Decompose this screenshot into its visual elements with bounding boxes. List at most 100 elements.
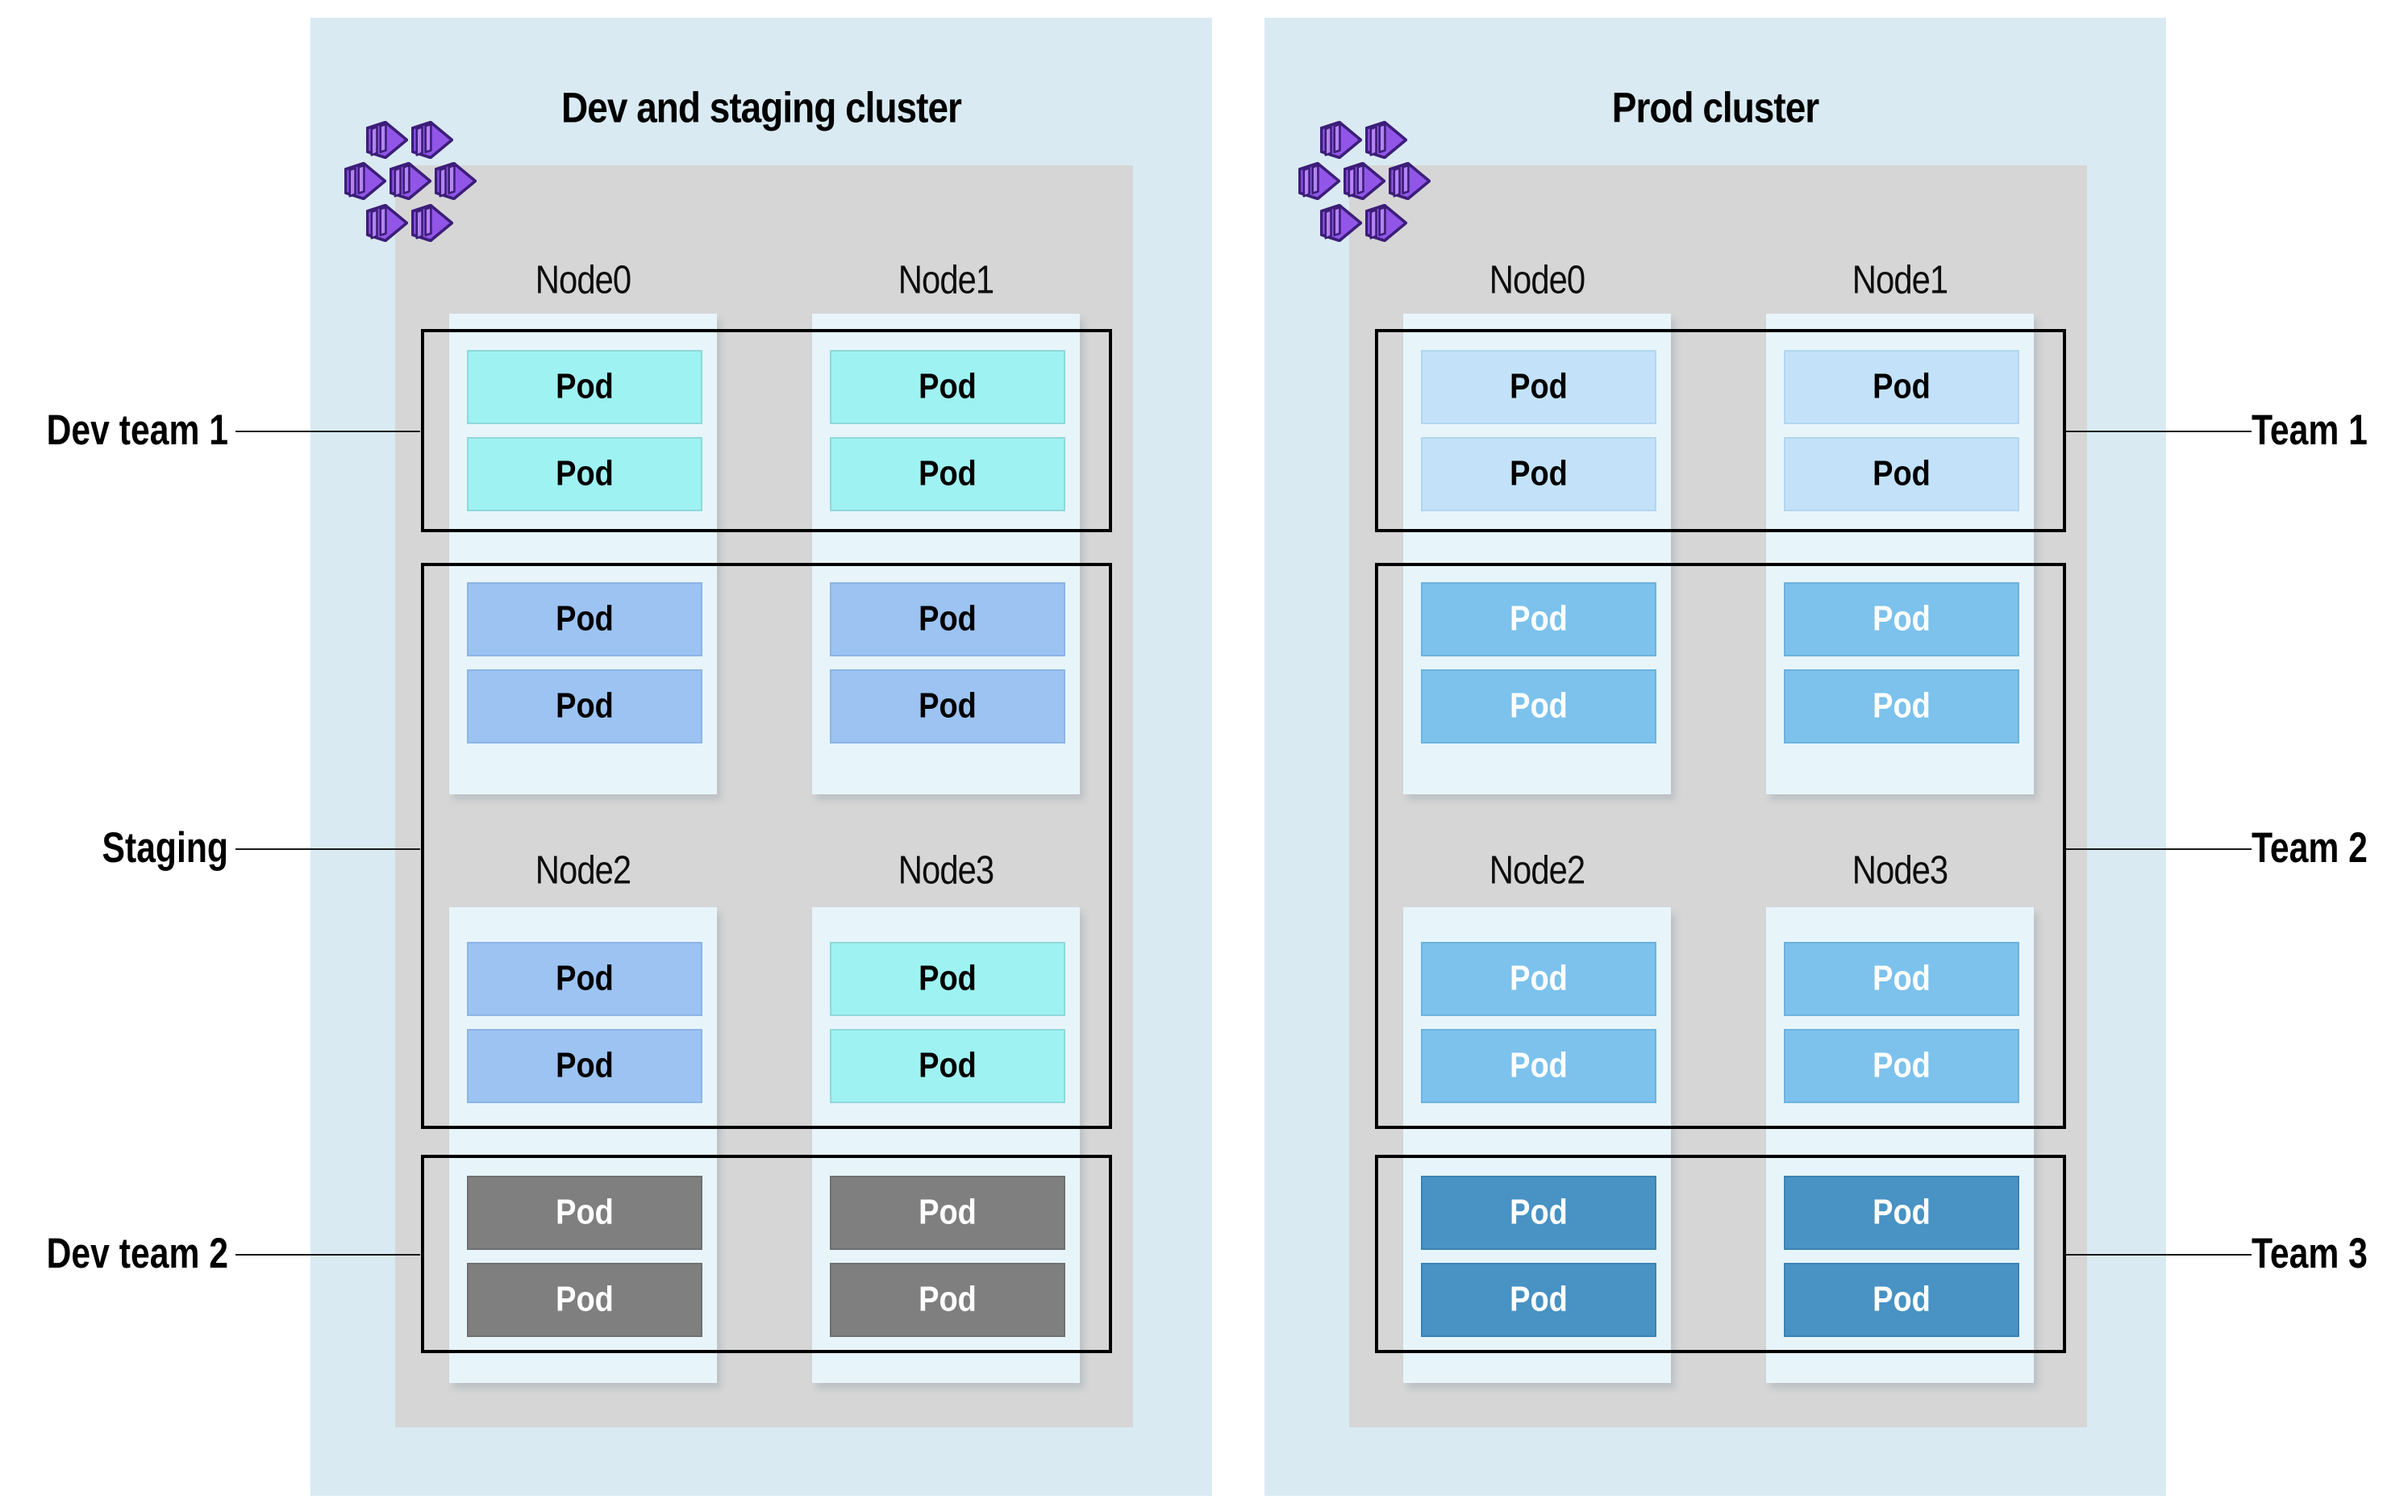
pod-label: Pod bbox=[1510, 454, 1568, 494]
pod-label: Pod bbox=[1873, 599, 1931, 639]
pod-label: Pod bbox=[1873, 454, 1931, 494]
pod-team1: Pod bbox=[1784, 437, 2019, 511]
group-label-staging: Staging bbox=[102, 824, 228, 872]
cluster-containers-icon bbox=[1298, 120, 1431, 243]
pod-label: Pod bbox=[1510, 1280, 1568, 1319]
group-box-staging bbox=[421, 563, 1112, 1129]
cluster-title: Prod cluster bbox=[1611, 83, 1819, 131]
pod-label: Pod bbox=[1510, 686, 1568, 726]
pod-team3: Pod bbox=[1784, 1263, 2019, 1337]
pod-staging: Pod bbox=[467, 582, 702, 656]
pod-label: Pod bbox=[1873, 1280, 1931, 1319]
pod-team2: Pod bbox=[1784, 669, 2019, 744]
container-unit-icon bbox=[365, 203, 409, 243]
container-hexagon-glyph bbox=[365, 120, 409, 160]
pod-team2: Pod bbox=[1421, 1029, 1656, 1103]
node-label-node3: Node3 bbox=[1852, 848, 1948, 893]
pod-team3: Pod bbox=[1421, 1176, 1656, 1250]
pod-team2: Pod bbox=[1784, 582, 2019, 656]
container-unit-icon bbox=[1319, 203, 1363, 243]
connector-line-dev-team-1 bbox=[235, 431, 420, 432]
pod-dev2: Pod bbox=[467, 1263, 702, 1337]
node-label-node3: Node3 bbox=[898, 848, 994, 893]
pod-team2: Pod bbox=[1784, 942, 2019, 1016]
pod-label: Pod bbox=[1510, 367, 1568, 406]
pod-label: Pod bbox=[556, 1280, 614, 1319]
pod-dev1: Pod bbox=[830, 1029, 1065, 1103]
group-box-team-3 bbox=[1375, 1155, 2066, 1353]
node-label-node2: Node2 bbox=[1489, 848, 1585, 893]
pod-label: Pod bbox=[1510, 599, 1568, 639]
pod-label: Pod bbox=[919, 1046, 977, 1085]
pod-label: Pod bbox=[556, 686, 614, 726]
pod-dev1: Pod bbox=[830, 350, 1065, 424]
container-unit-icon bbox=[410, 120, 454, 160]
connector-line-staging bbox=[235, 848, 420, 850]
pod-label: Pod bbox=[919, 1193, 977, 1232]
pod-label: Pod bbox=[1510, 1193, 1568, 1232]
pod-label: Pod bbox=[919, 959, 977, 998]
pod-label: Pod bbox=[919, 367, 977, 406]
container-hexagon-glyph bbox=[1388, 161, 1431, 201]
container-hexagon-glyph bbox=[1319, 203, 1363, 243]
pod-label: Pod bbox=[1873, 686, 1931, 726]
pod-label: Pod bbox=[1873, 1193, 1931, 1232]
pod-label: Pod bbox=[556, 959, 614, 998]
pod-team2: Pod bbox=[1421, 669, 1656, 744]
container-hexagon-glyph bbox=[410, 120, 454, 160]
container-unit-icon bbox=[1364, 203, 1408, 243]
group-label-team-2: Team 2 bbox=[2252, 824, 2368, 872]
pod-staging: Pod bbox=[467, 1029, 702, 1103]
cluster-containers-icon bbox=[344, 120, 477, 243]
connector-line-team-1 bbox=[2066, 431, 2252, 432]
pod-dev1: Pod bbox=[467, 350, 702, 424]
container-unit-icon bbox=[344, 161, 387, 201]
pod-label: Pod bbox=[556, 1046, 614, 1085]
pod-team3: Pod bbox=[1421, 1263, 1656, 1337]
pod-label: Pod bbox=[919, 686, 977, 726]
pod-label: Pod bbox=[919, 454, 977, 494]
connector-line-team-2 bbox=[2066, 848, 2252, 850]
container-unit-icon bbox=[365, 120, 409, 160]
pod-label: Pod bbox=[556, 367, 614, 406]
pod-dev2: Pod bbox=[830, 1263, 1065, 1337]
container-unit-icon bbox=[1388, 161, 1431, 201]
container-hexagon-glyph bbox=[365, 203, 409, 243]
pod-team2: Pod bbox=[1421, 582, 1656, 656]
pod-dev2: Pod bbox=[830, 1176, 1065, 1250]
group-box-dev-team-2 bbox=[421, 1155, 1112, 1353]
pod-label: Pod bbox=[556, 1193, 614, 1232]
pod-dev1: Pod bbox=[830, 437, 1065, 511]
node-label-node2: Node2 bbox=[535, 848, 631, 893]
connector-line-team-3 bbox=[2066, 1254, 2252, 1256]
container-unit-icon bbox=[389, 161, 432, 201]
container-hexagon-glyph bbox=[1319, 120, 1363, 160]
group-label-team-1: Team 1 bbox=[2252, 406, 2368, 454]
pod-team1: Pod bbox=[1784, 350, 2019, 424]
pod-dev1: Pod bbox=[830, 942, 1065, 1016]
pod-label: Pod bbox=[1510, 1046, 1568, 1085]
container-hexagon-glyph bbox=[1364, 120, 1408, 160]
pod-label: Pod bbox=[1873, 959, 1931, 998]
pod-label: Pod bbox=[556, 599, 614, 639]
group-label-dev-team-2: Dev team 2 bbox=[46, 1230, 229, 1277]
group-box-team-1 bbox=[1375, 329, 2066, 532]
group-box-team-2 bbox=[1375, 563, 2066, 1129]
pod-staging: Pod bbox=[467, 669, 702, 744]
pod-team2: Pod bbox=[1784, 1029, 2019, 1103]
container-unit-icon bbox=[1343, 161, 1386, 201]
pod-team1: Pod bbox=[1421, 350, 1656, 424]
pod-staging: Pod bbox=[830, 669, 1065, 744]
node-label-node1: Node1 bbox=[1852, 258, 1948, 302]
container-unit-icon bbox=[1298, 161, 1341, 201]
container-unit-icon bbox=[434, 161, 477, 201]
pod-team1: Pod bbox=[1421, 437, 1656, 511]
pod-dev1: Pod bbox=[467, 437, 702, 511]
pod-staging: Pod bbox=[830, 582, 1065, 656]
pod-label: Pod bbox=[919, 1280, 977, 1319]
pod-label: Pod bbox=[1873, 1046, 1931, 1085]
pod-label: Pod bbox=[1510, 959, 1568, 998]
